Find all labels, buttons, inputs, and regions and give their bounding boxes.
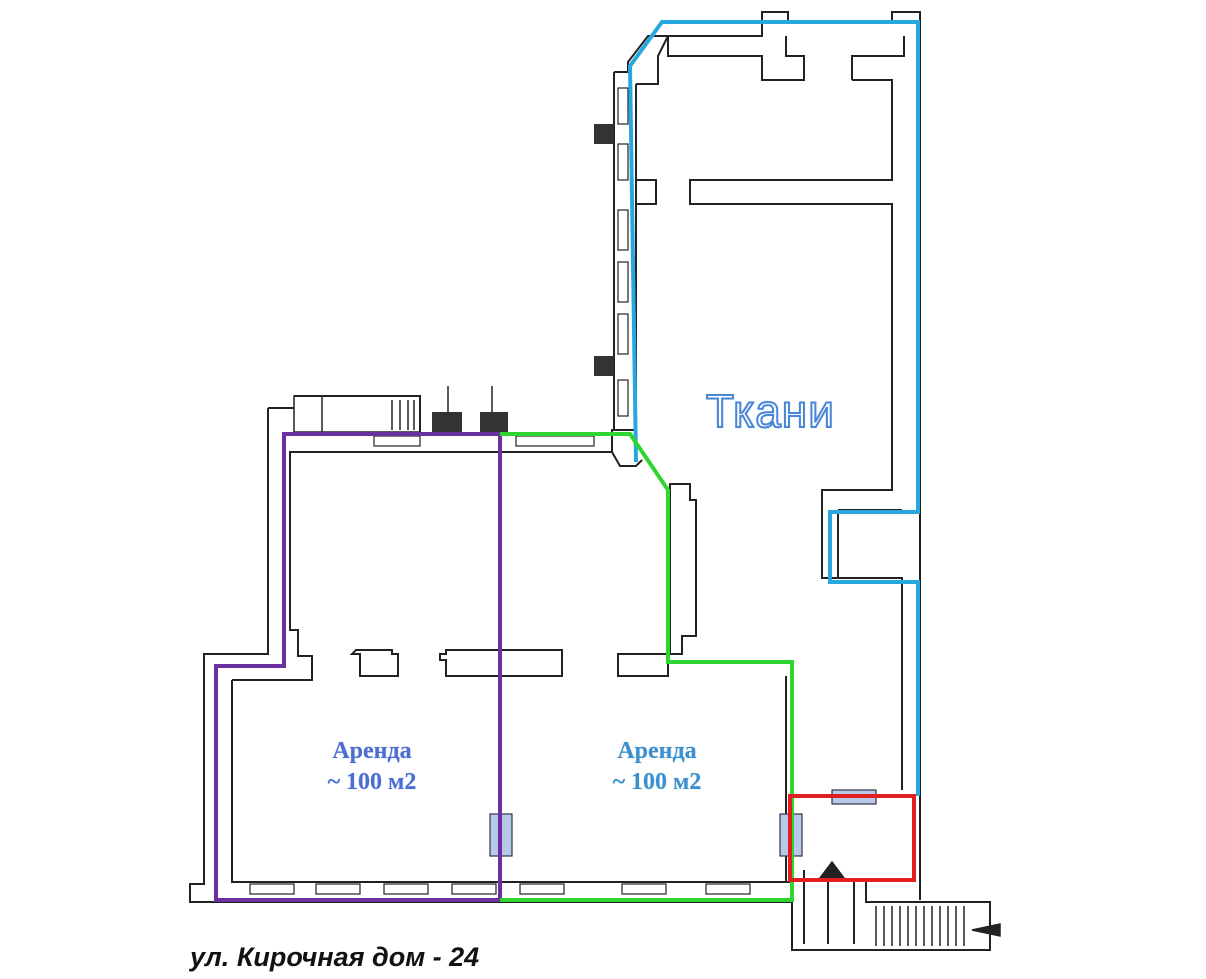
- rent-left-area: ~ 100 м2: [327, 769, 417, 795]
- zone-outline-fabrics: [627, 20, 920, 796]
- rent-left-title: Аренда: [332, 738, 412, 764]
- annex-block: [293, 386, 493, 433]
- zone-outline-entrance-room: [788, 794, 916, 882]
- zone-outline-rent-right: [500, 432, 794, 902]
- rent-right-title: Аренда: [617, 738, 697, 764]
- street-address: ул. Кирочная дом - 24: [190, 942, 480, 972]
- zone-outline-rent-left: [214, 432, 502, 902]
- zone-label-fabrics: Ткани: [705, 384, 835, 438]
- zone-label-rent-right: Аренда ~ 100 м2: [557, 736, 757, 798]
- zone-label-rent-left: Аренда ~ 100 м2: [272, 736, 472, 798]
- rent-right-area: ~ 100 м2: [612, 769, 702, 795]
- walls: [189, 11, 991, 951]
- stairs: [818, 860, 1001, 946]
- windows: [249, 87, 751, 895]
- vent-shafts: [432, 124, 614, 432]
- doors: [489, 789, 877, 857]
